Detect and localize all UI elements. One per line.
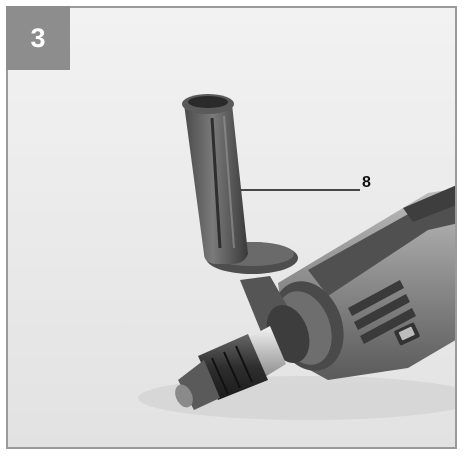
auxiliary-handle xyxy=(182,94,298,274)
drill-chuck xyxy=(175,326,286,410)
step-number-badge: 3 xyxy=(6,6,70,70)
figure-frame xyxy=(6,6,457,449)
drill-photo xyxy=(8,8,455,447)
callout-label-8: 8 xyxy=(362,174,371,191)
